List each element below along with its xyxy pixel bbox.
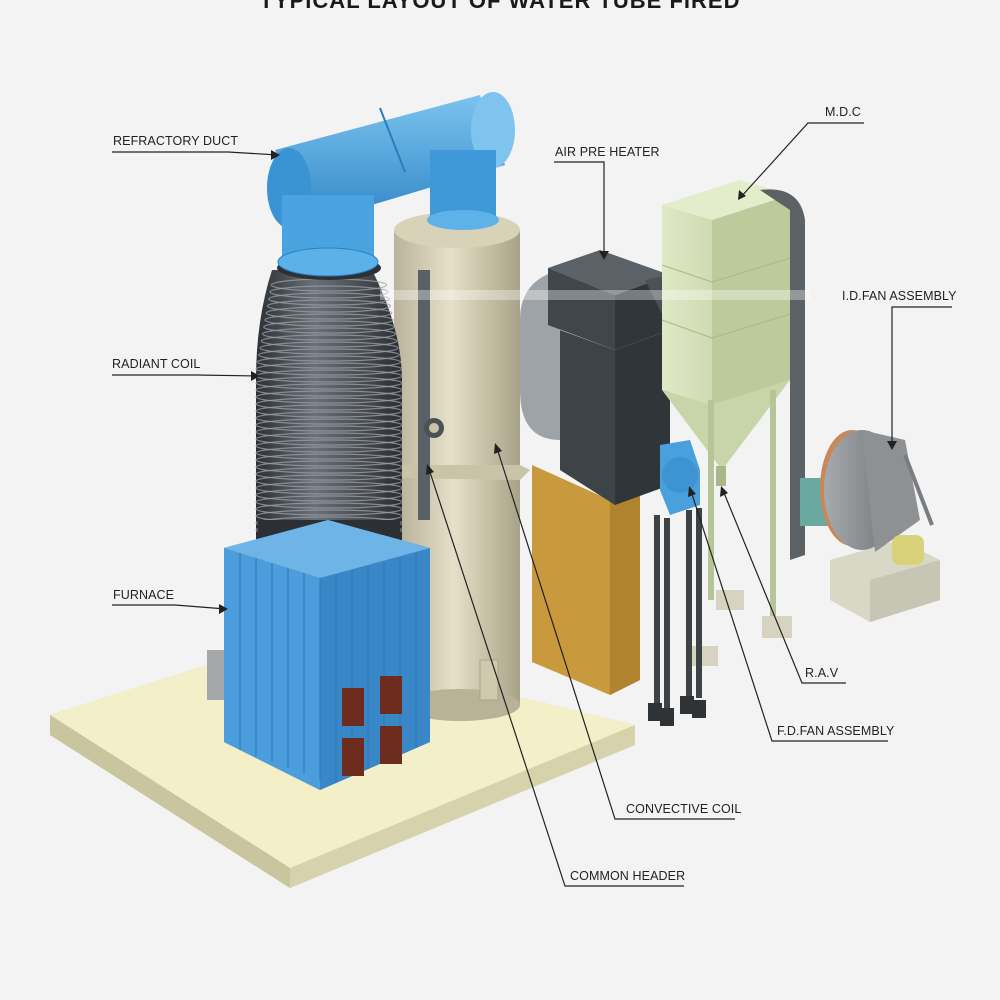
coil-ring (255, 376, 403, 390)
mdc-cyclone (661, 180, 805, 666)
coil-ring (264, 313, 394, 327)
label-rav: R.A.V (805, 666, 839, 680)
coil-ring (255, 439, 403, 453)
diagram-title: TYPICAL LAYOUT OF WATER TUBE FIRED (259, 0, 741, 13)
id-fan (800, 430, 940, 622)
air-pre-heater (520, 250, 700, 695)
label-convective-coil: CONVECTIVE COIL (626, 802, 742, 816)
coil-ring (255, 362, 403, 376)
label-refractory-duct: REFRACTORY DUCT (113, 134, 239, 148)
coil-ring (255, 460, 403, 474)
label-radiant-coil: RADIANT COIL (112, 357, 201, 371)
coil-ring (255, 383, 403, 397)
coil-ring (258, 348, 400, 362)
coil-ring (255, 390, 403, 404)
leader-common-header (427, 465, 684, 887)
leader-rav (721, 487, 846, 684)
label-air-pre-heater: AIR PRE HEATER (555, 145, 660, 159)
coil-ring (266, 299, 392, 313)
leader-refractory-duct (112, 151, 279, 156)
leader-air-pre-heater (554, 161, 605, 258)
label-mdc: M.D.C (825, 105, 861, 119)
coil-ring (263, 320, 395, 334)
leader-mdc (739, 122, 864, 199)
coil-ring (268, 292, 390, 306)
coil-ring (255, 397, 403, 411)
coil-ring (255, 425, 403, 439)
coil-ring (255, 495, 403, 509)
coil-ring (255, 432, 403, 446)
coil-ring (255, 488, 403, 502)
coil-ring (255, 481, 403, 495)
furnace-box (207, 520, 430, 790)
radiant-coil (255, 256, 403, 550)
coil-ring (260, 334, 398, 348)
leader-fd-fan (689, 487, 888, 742)
leader-lines (112, 122, 952, 887)
leader-arrowheads (219, 150, 897, 614)
label-id-fan-assembly: I.D.FAN ASSEMBLY (842, 289, 957, 303)
label-furnace: FURNACE (113, 588, 175, 602)
coil-ring (265, 306, 393, 320)
label-fd-fan-assembly: F.D.FAN ASSEMBLY (777, 724, 895, 738)
coil-ring (256, 355, 402, 369)
coil-ring (255, 474, 403, 488)
leader-radiant-coil (112, 374, 259, 377)
leader-furnace (112, 604, 227, 610)
coil-ring (259, 341, 399, 355)
coil-ring (255, 418, 403, 432)
haze-band (380, 290, 810, 300)
leader-id-fan (891, 306, 952, 448)
coil-ring (255, 467, 403, 481)
refractory-duct (267, 92, 515, 277)
coil-ring (269, 285, 389, 299)
coil-ring (261, 327, 397, 341)
coil-ring (255, 453, 403, 467)
coil-ring (255, 502, 403, 516)
leader-convective-coil (495, 444, 735, 820)
coil-ring (255, 404, 403, 418)
coil-ring (255, 411, 403, 425)
coil-ring (255, 446, 403, 460)
label-common-header: COMMON HEADER (570, 869, 686, 883)
